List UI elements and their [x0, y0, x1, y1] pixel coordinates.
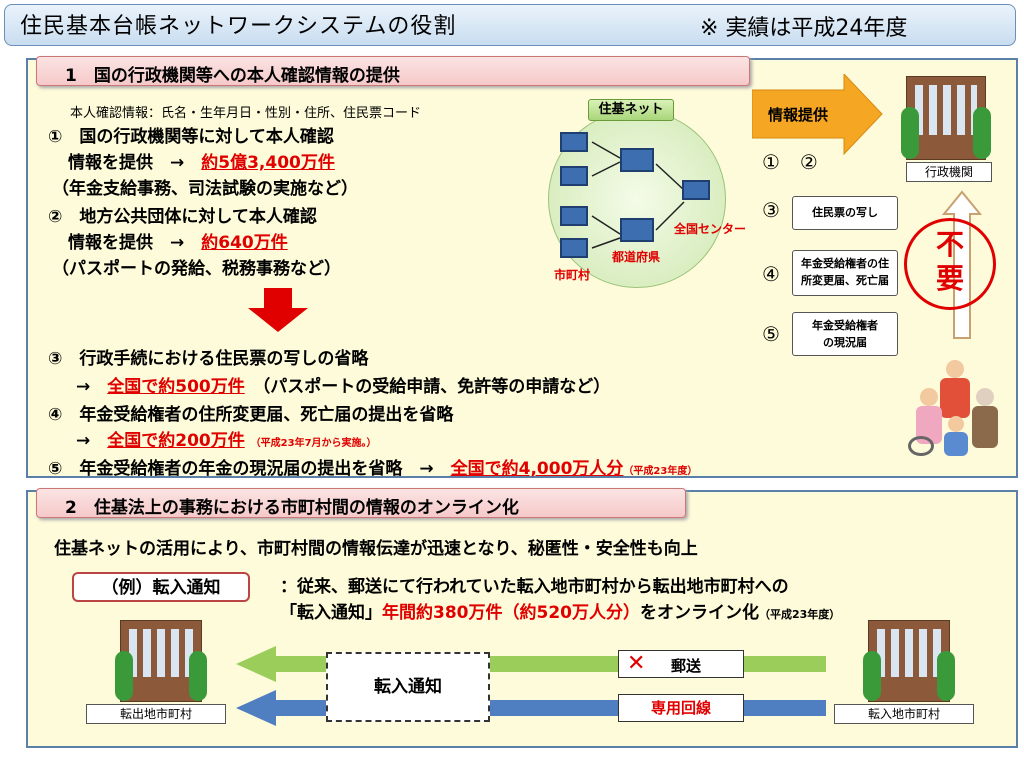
- center-label: 全国センター: [674, 222, 747, 236]
- down-arrow-icon: [248, 288, 308, 332]
- pref-label: 都道府県: [612, 250, 661, 264]
- info-definition: 本人確認情報：氏名・生年月日・性別・住所、住民票コード: [70, 106, 422, 121]
- agency-building-icon: [901, 76, 991, 160]
- from-city-building-icon: [115, 620, 207, 702]
- transfer-arrows: [236, 646, 826, 726]
- marks-1-2: ① ②: [762, 150, 818, 174]
- page-title: 住民基本台帳ネットワークシステムの役割: [20, 14, 457, 39]
- item1-value: 約5億3,400万件: [201, 153, 335, 173]
- item2-line1: ② 地方公共団体に対して本人確認: [48, 207, 317, 227]
- item1-line1: ① 国の行政機関等に対して本人確認: [48, 127, 334, 147]
- item3-value: 全国で約500万件: [107, 377, 245, 397]
- unneeded-stamp: [904, 218, 996, 310]
- item5-value: 全国で約4,000万人分: [450, 459, 624, 479]
- city-label: 市町村: [554, 268, 591, 282]
- doc-resident-copy: 住民票の写し: [792, 196, 898, 230]
- mark4: ④: [762, 262, 780, 286]
- title-note: ※ 実績は平成24年度: [700, 16, 908, 41]
- mark3: ③: [762, 198, 780, 222]
- mail-label: 郵送: [671, 657, 702, 675]
- item4-line1: ④ 年金受給権者の住所変更届、死亡届の提出を省略: [48, 405, 454, 425]
- section2-summary: 住基ネットの活用により、市町村間の情報伝達が迅速となり、秘匿性・安全性も向上: [54, 539, 698, 559]
- example-label: （例）転入通知: [72, 572, 250, 602]
- item3-line1: ③ 行政手続における住民票の写しの省略: [48, 349, 369, 369]
- item1-line2: 情報を提供 → 約5億3,400万件: [68, 153, 335, 173]
- info-provide-label: 情報提供: [768, 106, 829, 124]
- info-arrow-icon: [752, 74, 883, 156]
- computer-icon: [560, 132, 588, 152]
- item2-line2: 情報を提供 → 約640万件: [68, 233, 288, 253]
- item1-note: （年金支給事務、司法試験の実施など）: [52, 179, 358, 199]
- family-illustration-icon: [906, 358, 1006, 458]
- section2-heading: 2 住基法上の事務における市町村間の情報のオンライン化: [36, 488, 686, 518]
- title-bar: [4, 4, 1016, 46]
- item4-value: 全国で約200万件: [107, 431, 245, 451]
- section2-desc1: ：従来、郵送にて行われていた転入地市町村から転出地市町村への: [280, 577, 789, 597]
- item5-line: ⑤ 年金受給権者の年金の現況届の提出を省略 → 全国で約4,000万人分（平成2…: [48, 459, 698, 479]
- mark5: ⑤: [762, 322, 780, 346]
- network-lines: [591, 141, 685, 249]
- doc-address-change: 年金受給権者の住所変更届、死亡届: [792, 250, 898, 296]
- agency-label: 行政機関: [906, 162, 992, 182]
- computer-icon: [682, 180, 710, 200]
- mail-box: ✕ 郵送: [618, 650, 744, 678]
- computer-icon: [560, 206, 588, 226]
- computer-icon: [620, 218, 654, 242]
- section1-heading: 1 国の行政機関等への本人確認情報の提供: [36, 56, 750, 86]
- computer-icon: [620, 148, 654, 172]
- item4-line2: → 全国で約200万件 （平成23年7月から実施。）: [76, 431, 377, 451]
- item2-value: 約640万件: [201, 233, 288, 253]
- unneeded-label: 不要: [936, 228, 965, 295]
- item3-line2: → 全国で約500万件 （パスポートの受給申請、免許等の申請など）: [76, 377, 611, 397]
- cross-icon: ✕: [627, 651, 646, 676]
- to-city-label: 転入地市町村: [834, 704, 974, 724]
- computer-icon: [560, 238, 588, 258]
- notice-box: 転入通知: [326, 652, 490, 722]
- to-city-building-icon: [863, 620, 955, 702]
- transfer-volume: 年間約380万件（約520万人分）: [382, 603, 640, 623]
- computer-icon: [560, 166, 588, 186]
- section2-desc2: 「転入通知」年間約380万件（約520万人分）をオンライン化（平成23年度）: [280, 603, 841, 623]
- from-city-label: 転出地市町村: [86, 704, 226, 724]
- item2-note: （パスポートの発給、税務事務など）: [52, 259, 341, 279]
- doc-status-report: 年金受給権者の現況届: [792, 312, 898, 356]
- jyuki-net-label: 住基ネット: [588, 99, 674, 121]
- dedicated-line-label: 専用回線: [618, 694, 744, 722]
